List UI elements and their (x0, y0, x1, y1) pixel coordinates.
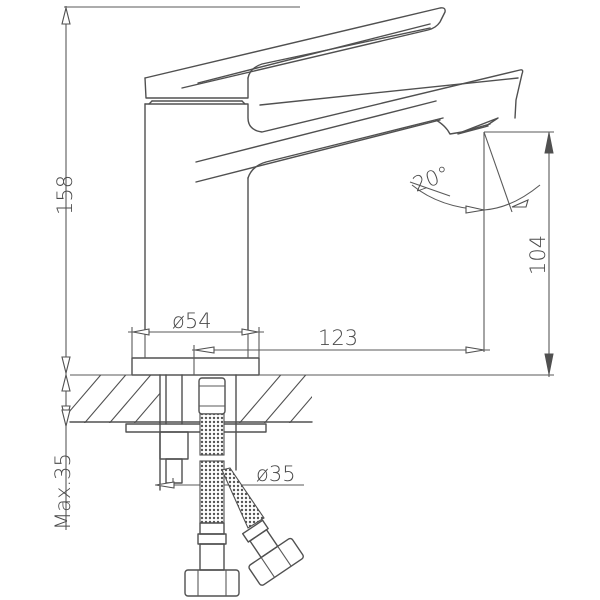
faucet-base (131, 330, 260, 376)
dim-20-label: 20° (410, 161, 453, 196)
dimension-max-countertop: Max.35 (51, 374, 75, 530)
dim-35-label: ø35 (256, 462, 296, 486)
countertop-section (69, 374, 313, 491)
faucet-handle (144, 7, 446, 105)
supply-hose-straight (184, 377, 240, 597)
dim-123-label: 123 (318, 326, 358, 350)
dimension-spout-angle: 20° (410, 131, 541, 214)
dim-158-label: 158 (53, 175, 77, 215)
dimension-hole-diameter: ø35 (155, 462, 304, 489)
dimension-base-diameter: ø54 (128, 309, 264, 358)
dim-max35-label: Max.35 (51, 453, 75, 530)
dimension-total-height: 158 (53, 6, 300, 374)
dim-54-label: ø54 (172, 309, 212, 333)
dim-104-label: 104 (526, 235, 550, 275)
dimension-spout-reach: 123 (192, 132, 490, 375)
mounting-stud (159, 374, 189, 484)
dimension-spout-height: 104 (70, 131, 554, 377)
supply-hose-angled (221, 467, 304, 586)
faucet-body (144, 69, 524, 331)
